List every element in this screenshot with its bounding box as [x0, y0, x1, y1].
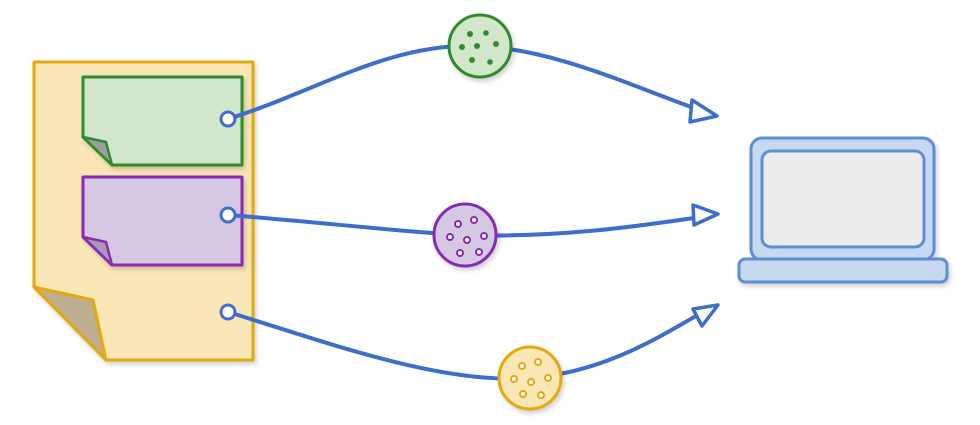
- frame-purple-body: [81, 175, 244, 267]
- page-fold-corner: [32, 285, 108, 362]
- arrow-page-head: [691, 303, 720, 328]
- laptop-base: [737, 257, 949, 284]
- frame-purple-fold: [81, 235, 114, 267]
- cookie-yellow: [497, 345, 563, 411]
- cookie-purple-crumbs: [446, 216, 488, 257]
- arrow-green-head: [688, 98, 719, 124]
- connection-point-purple: [219, 206, 237, 224]
- frame-green-body: [81, 75, 244, 167]
- laptop: [737, 136, 949, 284]
- cookie-yellow-icon: [497, 345, 563, 411]
- cookie-green: [447, 13, 513, 79]
- arrow-purple-head: [691, 203, 720, 227]
- cookie-green-crumbs: [459, 30, 499, 65]
- connection-point-green: [219, 110, 237, 128]
- laptop-screen: [760, 149, 926, 249]
- connection-point-page: [219, 303, 237, 321]
- cookie-purple: [432, 202, 498, 268]
- arrow-page-to-laptop: [226, 306, 712, 381]
- cookie-yellow-crumbs: [510, 358, 552, 399]
- frame-purple: [81, 175, 244, 267]
- frame-green-fold: [81, 135, 114, 167]
- frame-green: [81, 75, 244, 167]
- connection-points: [219, 110, 237, 321]
